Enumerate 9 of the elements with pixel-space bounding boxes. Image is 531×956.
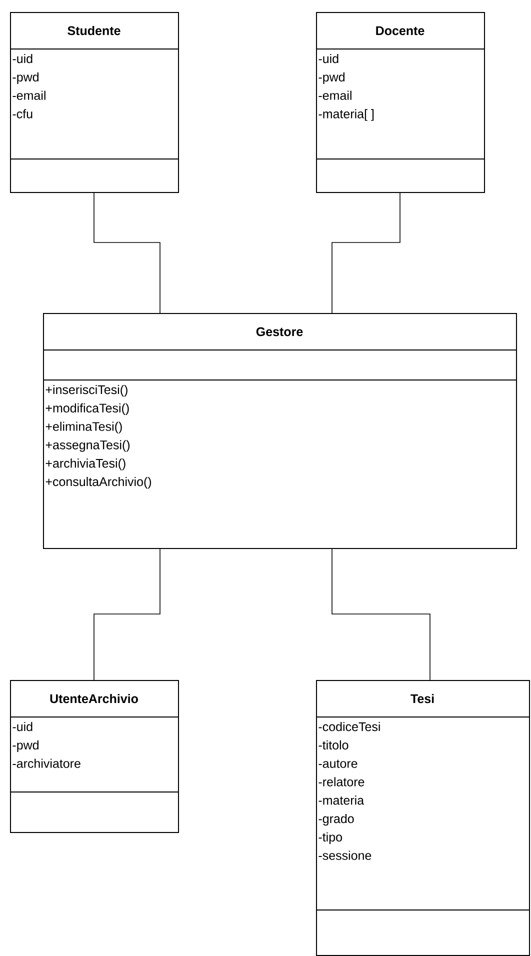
- connector-line: [332, 192, 400, 314]
- class-box: Studente -uid -pwd -email -cfu: [10, 12, 179, 193]
- class-box: Docente -uid -pwd -email -materia[ ]: [316, 12, 485, 193]
- connector-line: [94, 548, 160, 680]
- connector-line: [94, 192, 160, 314]
- class-box: UtenteArchivio -uid -pwd -archiviatore: [10, 680, 179, 833]
- connector-line: [332, 548, 430, 680]
- class-box: Tesi -codiceTesi -titolo -autore -relatore -materia -grado -tipo -sessione: [316, 680, 530, 956]
- class-box: Gestore +inserisciTesi() +modificaTesi() +eliminaTesi() +assegnaTesi() +archiviaTesi() +consultaArchivio(): [42, 313, 517, 549]
